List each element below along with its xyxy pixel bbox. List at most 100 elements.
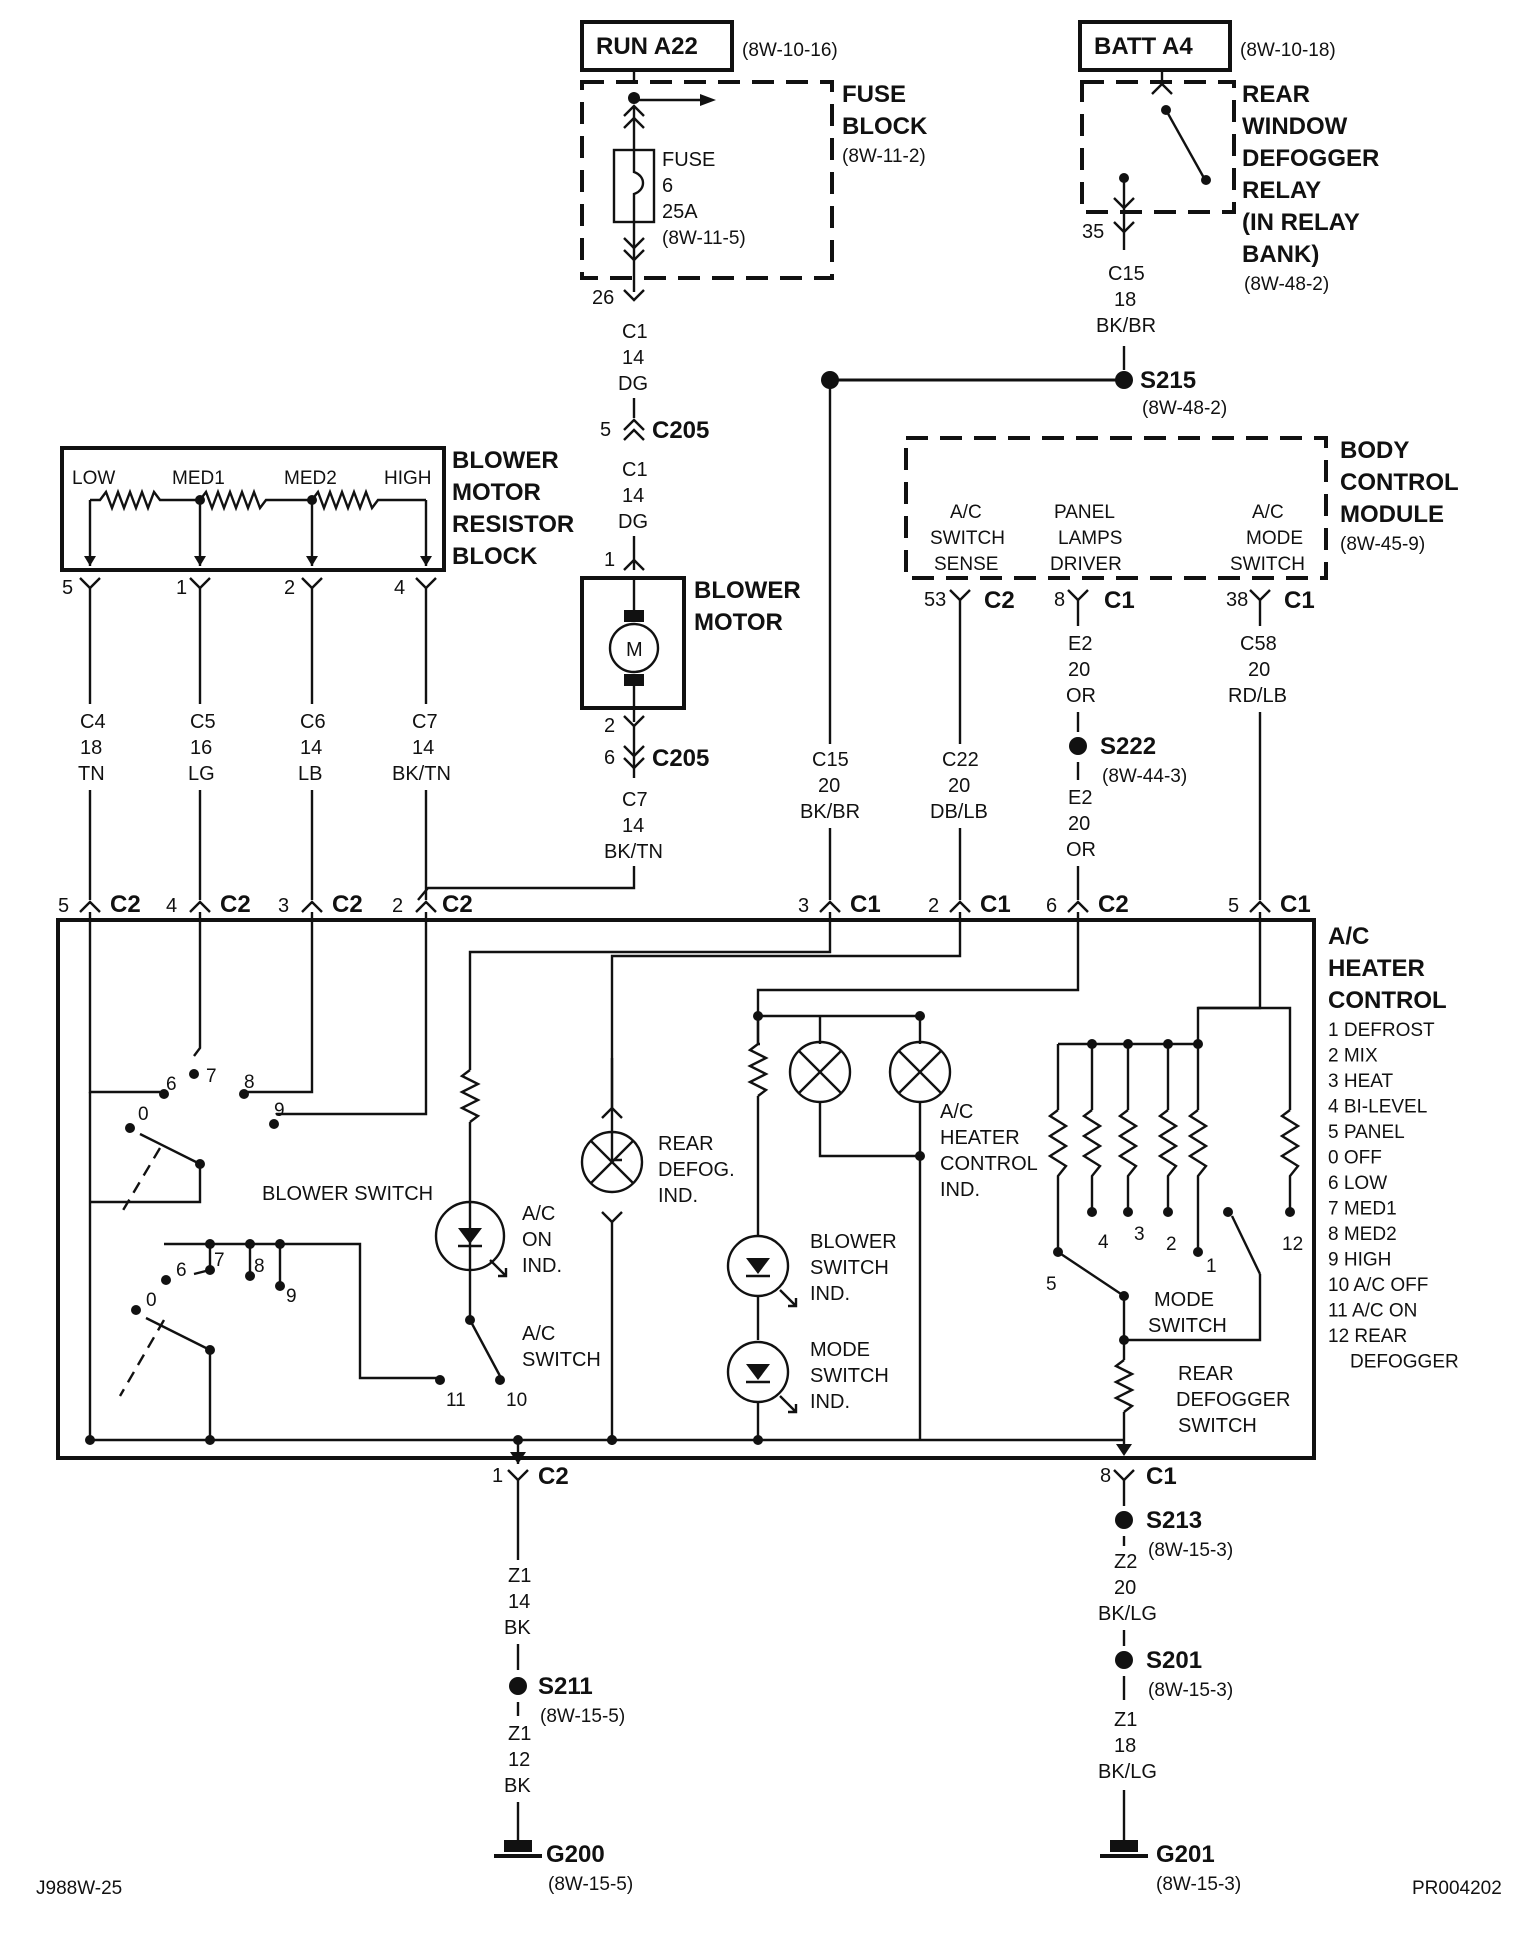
ctrl-conn: C2 [110, 891, 141, 918]
motor-icon [608, 622, 660, 674]
mode-resistor [1279, 1109, 1301, 1212]
resistor-block-title-1: BLOWER [452, 447, 559, 474]
wire-label: E2 [1068, 633, 1092, 655]
rear-defogger-switch-label: REAR [1178, 1363, 1234, 1385]
splice-s211 [509, 1677, 527, 1695]
wire-label: OR [1066, 839, 1096, 861]
ctrl-pin: 5 [58, 895, 69, 917]
wire-label: 20 [1068, 813, 1090, 835]
wire-label: DG [618, 373, 648, 395]
wire-label: DB/LB [930, 801, 988, 823]
rear-defogger-switch-label: SWITCH [1178, 1415, 1257, 1437]
bcm-pin: 38 [1226, 589, 1248, 611]
bcm-title-1: BODY [1340, 437, 1409, 464]
legend-item: 1 DEFROST [1328, 1020, 1435, 1041]
fuse-block-title-1: FUSE [842, 81, 906, 108]
c205-bottom-pin: 6 [604, 747, 615, 769]
legend-item: 11 A/C ON [1328, 1301, 1417, 1322]
wire-label: RD/LB [1228, 685, 1287, 707]
mode-switch-label: SWITCH [1148, 1315, 1227, 1337]
bcm-pin: 8 [1054, 589, 1065, 611]
blower-motor-title-2: MOTOR [694, 609, 783, 636]
mode-pos: 12 [1282, 1234, 1303, 1255]
ctrl-pin: 2 [392, 895, 403, 917]
resistor-block-title-2: MOTOR [452, 479, 541, 506]
wire-label: LG [188, 763, 215, 785]
ac-switch-pos: 11 [446, 1390, 466, 1411]
fuse-rating: 25A [662, 201, 698, 223]
rear-defog-ind-label: DEFOG. [658, 1159, 735, 1181]
run-a22-ref: (8W-10-16) [742, 40, 838, 61]
legend-item: 2 MIX [1328, 1046, 1378, 1067]
ground-right: 8 C1 S213 (8W-15-3) Z2 20 BK/LG S201 (8W… [1098, 1463, 1241, 1895]
wire-label: LB [298, 763, 322, 785]
motor-pin-top: 1 [604, 549, 615, 571]
s222-label: S222 [1100, 733, 1156, 760]
blower-pos: 0 [146, 1290, 157, 1311]
wire-label: 20 [1068, 659, 1090, 681]
blower-switch-ind-label: IND. [810, 1283, 850, 1305]
blower-switch-label: BLOWER SWITCH [262, 1183, 433, 1205]
relay-title-line: (IN RELAY [1242, 209, 1360, 236]
wire-label: 14 [300, 737, 322, 759]
fuse-block-title-2: BLOCK [842, 113, 928, 140]
blower-pos: 9 [274, 1100, 285, 1121]
mode-resistor [1047, 1109, 1069, 1252]
run-a22-source: RUN A22 (8W-10-16) [580, 20, 838, 72]
ctrl-pin: 2 [928, 895, 939, 917]
s215-ref: (8W-48-2) [1142, 398, 1227, 419]
mode-resistor [1187, 1109, 1209, 1252]
batt-a4-source: BATT A4 (8W-10-18) [1078, 20, 1336, 72]
wire-label: C22 [942, 749, 979, 771]
bcm-title-3: MODULE [1340, 501, 1444, 528]
ground-icon [1110, 1840, 1138, 1852]
bcm-fn1: SWITCH [930, 528, 1005, 549]
ac-switch-label: A/C [522, 1323, 555, 1345]
wire-label: 20 [818, 775, 840, 797]
ctrl-title-3: CONTROL [1328, 987, 1447, 1014]
wire-label: C1 [622, 321, 648, 343]
wire-label: C4 [80, 711, 106, 733]
wire-label: C7 [622, 789, 648, 811]
batt-a4-ref: (8W-10-18) [1240, 40, 1336, 61]
ctrl-pin: 3 [798, 895, 809, 917]
wire-label: BK/TN [604, 841, 663, 863]
splice-s201 [1115, 1651, 1133, 1669]
mode-switch-ind-label: MODE [810, 1339, 870, 1361]
mode-pos: 1 [1206, 1256, 1217, 1277]
g200-label: G200 [546, 1841, 605, 1868]
batt-a4-label: BATT A4 [1094, 33, 1193, 60]
c205-top-label: C205 [652, 417, 709, 444]
wire-label: C15 [812, 749, 849, 771]
fuse-block: FUSE BLOCK (8W-11-2) FUSE 6 25A (8W-11-5… [580, 70, 928, 309]
wire-label: BK/BR [1096, 315, 1156, 337]
wire-label: C7 [412, 711, 438, 733]
blower-switch-ind-label: BLOWER [810, 1231, 897, 1253]
heater-ctrl-ind-label: HEATER [940, 1127, 1020, 1149]
ctrl-conn: C2 [1098, 891, 1129, 918]
bcm-fn3: MODE [1246, 528, 1303, 549]
wire-label: 14 [508, 1591, 530, 1613]
body-control-module: A/C SWITCH SENSE PANEL LAMPS DRIVER A/C … [904, 436, 1459, 614]
bcm-fn3: A/C [1252, 502, 1284, 523]
relay-title-line: RELAY [1242, 177, 1321, 204]
wire-label: 18 [1114, 1735, 1136, 1757]
blower-pos: 0 [138, 1104, 149, 1125]
wire-label: 14 [622, 347, 644, 369]
ac-on-ind-label: IND. [522, 1255, 562, 1277]
bcm-fn1: A/C [950, 502, 982, 523]
resistor-block-title-3: RESISTOR [452, 511, 574, 538]
fuse-block-pin: 26 [592, 287, 614, 309]
ac-heater-control: 5 C2 4 C2 3 C2 2 C2 3 C1 2 C1 6 C2 5 C1 … [56, 891, 1459, 1464]
mode-resistor [1081, 1109, 1103, 1212]
wire-label: 18 [80, 737, 102, 759]
rear-defog-ind-label: REAR [658, 1133, 714, 1155]
wire-label: C58 [1240, 633, 1277, 655]
ctrl-bottom-conn: C1 [1146, 1463, 1177, 1490]
motor-symbol: M [626, 639, 643, 661]
resistor-wires: C4 18 TN C5 16 LG C6 14 LB C7 14 BK/TN [78, 588, 451, 900]
tap-low: LOW [72, 468, 115, 489]
